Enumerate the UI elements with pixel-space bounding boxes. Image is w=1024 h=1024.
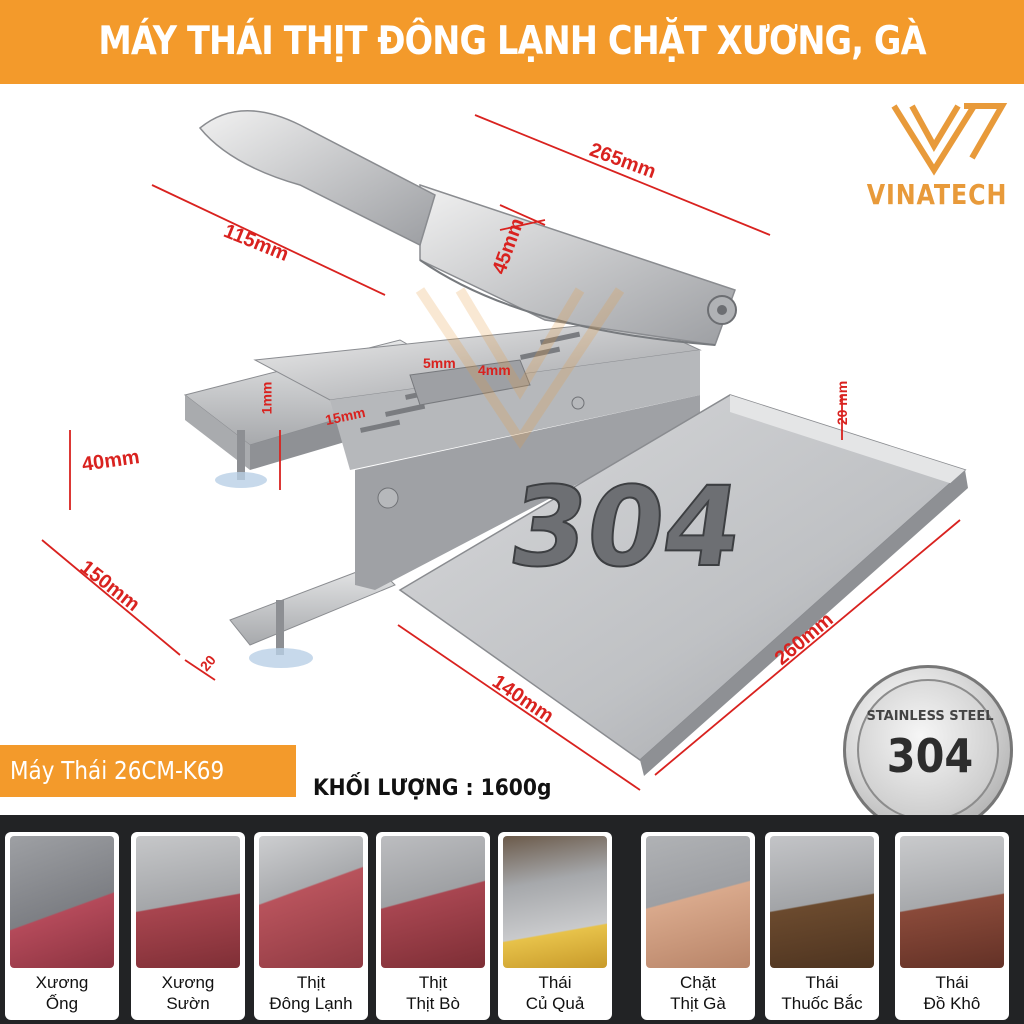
dim-slot-b: 4mm [478, 362, 511, 378]
vinatech-logo-icon [891, 103, 1008, 176]
model-name: Máy Thái 26CM-K69 [10, 756, 225, 785]
dim-slot-a: 5mm [423, 355, 456, 371]
stainless-steel-badge: STAINLESS STEEL 304 [843, 665, 1013, 835]
model-bar: Máy Thái 26CM-K69 [0, 745, 296, 797]
use-photo [646, 836, 750, 968]
product-weight: KHỐI LƯỢNG : 1600g [313, 776, 552, 801]
logo-text: VINATECH [866, 178, 1008, 211]
dim-tray-depth: 20 mm [834, 380, 851, 426]
use-photo [10, 836, 114, 968]
badge-number: 304 [886, 729, 974, 783]
title-banner [0, 0, 1024, 84]
dim-thickness: 1mm [258, 381, 275, 415]
badge-inner: STAINLESS STEEL 304 [857, 679, 999, 821]
use-photo [770, 836, 874, 968]
use-photo [259, 836, 363, 968]
use-photo [381, 836, 485, 968]
banner-divider [0, 86, 1024, 90]
use-photo [900, 836, 1004, 968]
use-photo [136, 836, 240, 968]
page-title: MÁY THÁI THỊT ĐÔNG LẠNH CHẶT XƯƠNG, GÀ [98, 19, 926, 64]
use-photo [503, 836, 607, 968]
badge-top-text: STAINLESS STEEL [866, 709, 994, 724]
